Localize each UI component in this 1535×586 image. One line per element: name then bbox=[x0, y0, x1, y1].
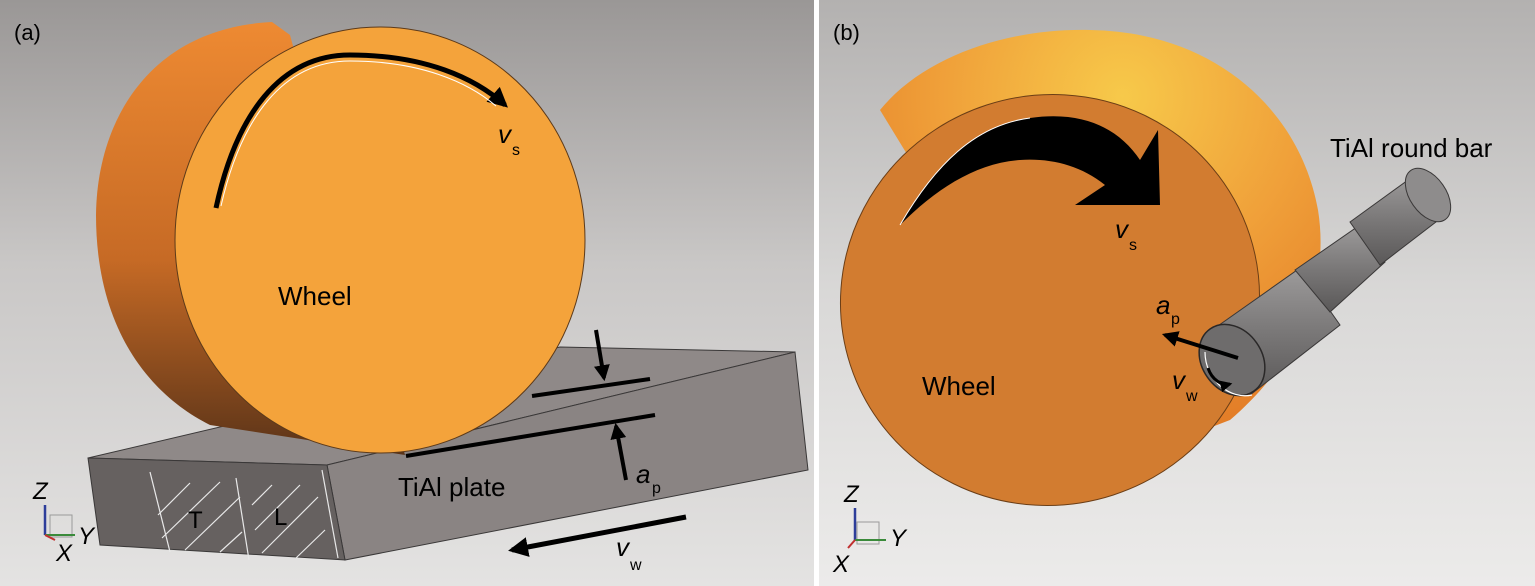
axis-z-b: Z bbox=[843, 481, 860, 508]
axis-triad-a: Z X Y bbox=[32, 478, 96, 567]
axis-x-a: X bbox=[55, 540, 73, 567]
axis-triad-b: Z X Y bbox=[832, 481, 908, 578]
svg-text:s: s bbox=[1129, 237, 1137, 254]
groove-upper bbox=[531, 377, 651, 398]
bar-end-cap bbox=[1404, 167, 1452, 223]
svg-text:v: v bbox=[498, 119, 513, 149]
vw-arrow-b bbox=[1206, 367, 1233, 393]
panel-b-tag: (b) bbox=[833, 20, 860, 45]
wheel-label-b: Wheel bbox=[922, 371, 996, 401]
svg-text:v: v bbox=[1115, 214, 1130, 244]
svg-text:a: a bbox=[1156, 290, 1170, 320]
ap-label-b: a p bbox=[1156, 290, 1180, 328]
panel-b: (b) Wheel TiAl round bar v s a p v w Z X… bbox=[819, 0, 1535, 586]
round-bar-label: TiAl round bar bbox=[1330, 133, 1493, 163]
face-label-t: T bbox=[188, 507, 203, 534]
svg-text:w: w bbox=[1185, 388, 1198, 405]
panel-a: (a) Wheel TiAl plate T L v s a p v w Z X… bbox=[0, 0, 814, 586]
vw-arrow-a bbox=[508, 514, 687, 557]
vs-label-a: v s bbox=[498, 119, 520, 159]
axis-y-a: Y bbox=[78, 523, 96, 550]
panel-divider bbox=[814, 0, 819, 586]
vw-label-a: v w bbox=[616, 532, 642, 574]
svg-text:s: s bbox=[512, 142, 520, 159]
vs-arrow-b bbox=[900, 116, 1160, 225]
wheel-a-face bbox=[174, 26, 586, 454]
face-label-l: L bbox=[274, 504, 287, 531]
groove-lower bbox=[405, 413, 656, 458]
vs-label-b: v s bbox=[1115, 214, 1137, 254]
grinding-wheel-a bbox=[96, 22, 586, 455]
svg-text:p: p bbox=[1171, 311, 1180, 328]
plate-label: TiAl plate bbox=[398, 472, 505, 502]
vw-label-b: v w bbox=[1172, 365, 1198, 405]
bar-neck bbox=[1294, 224, 1386, 313]
svg-text:v: v bbox=[616, 532, 631, 562]
wheel-label-a: Wheel bbox=[278, 281, 352, 311]
plate-hatch-lines bbox=[149, 469, 339, 561]
vs-arrow-a-highlight bbox=[220, 60, 497, 207]
vs-arrow-a bbox=[213, 52, 508, 209]
ap-arrow-up-a bbox=[610, 422, 628, 481]
ap-arrow-down-a bbox=[594, 329, 610, 382]
vs-arrow-b-edge bbox=[899, 117, 1031, 226]
axis-x-b: X bbox=[832, 551, 850, 578]
axis-z-a: Z bbox=[32, 478, 49, 505]
axis-y-b: Y bbox=[890, 525, 908, 552]
ap-label-a: a p bbox=[636, 459, 661, 497]
svg-text:w: w bbox=[629, 557, 642, 574]
panel-a-tag: (a) bbox=[14, 20, 41, 45]
ap-arrow-b bbox=[1161, 331, 1239, 360]
svg-text:p: p bbox=[652, 480, 661, 497]
svg-text:v: v bbox=[1172, 365, 1187, 395]
svg-text:a: a bbox=[636, 459, 650, 489]
